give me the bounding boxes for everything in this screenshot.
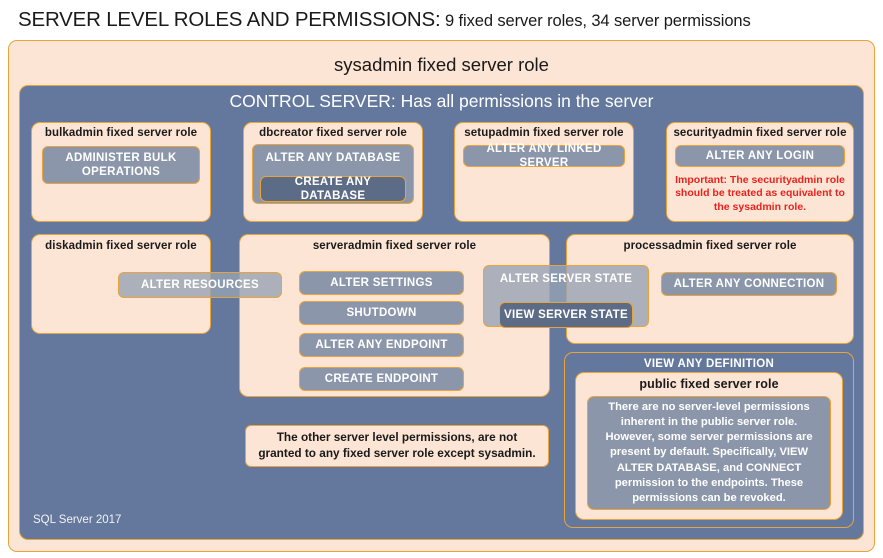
page-title-main: SERVER LEVEL ROLES AND PERMISSIONS: [18, 8, 441, 31]
permission-view-server-state[interactable]: VIEW SERVER STATE [499, 302, 633, 328]
permission-alter-any-login[interactable]: ALTER ANY LOGIN [675, 145, 845, 167]
view-any-definition-label: VIEW ANY DEFINITION [643, 358, 775, 370]
securityadmin-role-box [666, 122, 854, 222]
securityadmin-role-label: securityadmin fixed server role [673, 127, 847, 139]
public-role-label: public fixed server role [639, 377, 779, 391]
permission-create-endpoint[interactable]: CREATE ENDPOINT [299, 367, 464, 391]
permission-alter-settings[interactable]: ALTER SETTINGS [299, 271, 464, 295]
serveradmin-role-label: serveradmin fixed server role [312, 240, 477, 252]
permission-administer-bulk-operations[interactable]: ADMINISTER BULK OPERATIONS [42, 146, 200, 184]
page-title: SERVER LEVEL ROLES AND PERMISSIONS: 9 fi… [18, 8, 878, 38]
other-permissions-note: The other server level permissions, are … [245, 425, 549, 467]
permission-create-any-database[interactable]: CREATE ANY DATABASE [260, 176, 406, 202]
setupadmin-role-box [454, 122, 634, 222]
diskadmin-role-label: diskadmin fixed server role [45, 240, 197, 252]
control-server-label: CONTROL SERVER: Has all permissions in t… [229, 91, 654, 111]
permission-alter-any-connection[interactable]: ALTER ANY CONNECTION [661, 272, 837, 296]
page-title-sub: 9 fixed server roles, 34 server permissi… [440, 12, 751, 30]
bulkadmin-role-label: bulkadmin fixed server role [44, 127, 198, 139]
permission-alter-any-linked-server[interactable]: ALTER ANY LINKED SERVER [463, 143, 625, 169]
processadmin-role-label: processadmin fixed server role [623, 240, 797, 252]
setupadmin-role-label: setupadmin fixed server role [464, 127, 624, 139]
securityadmin-warning: Important: The securityadmin role should… [675, 174, 845, 213]
sysadmin-role-label: sysadmin fixed server role [334, 54, 549, 75]
public-role-description: There are no server-level permissions in… [587, 396, 831, 510]
permission-alter-resources[interactable]: ALTER RESOURCES [118, 272, 282, 298]
permission-alter-any-endpoint[interactable]: ALTER ANY ENDPOINT [299, 333, 464, 357]
dbcreator-role-label: dbcreator fixed server role [259, 127, 407, 139]
footer-version-label: SQL Server 2017 [33, 514, 122, 526]
permission-shutdown[interactable]: SHUTDOWN [299, 301, 464, 325]
